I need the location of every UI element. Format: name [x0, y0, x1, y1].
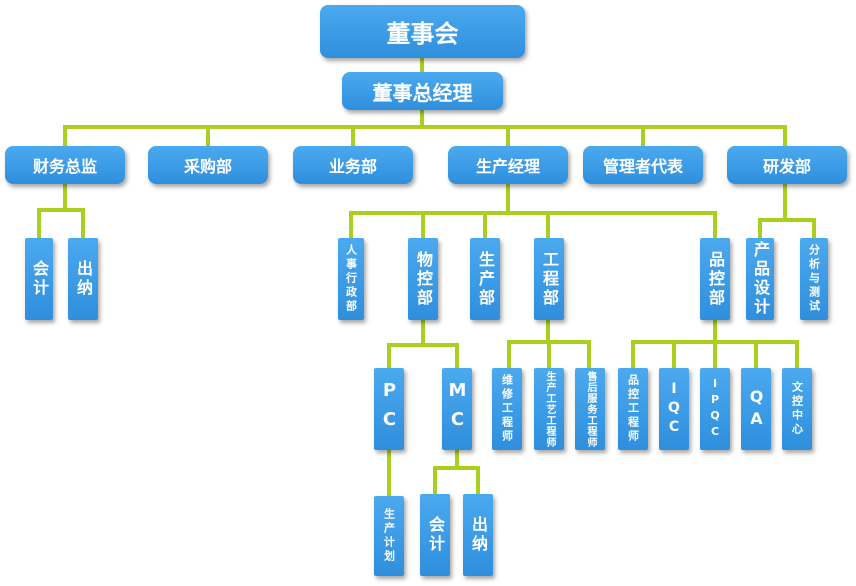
dept-management-representative: 管理者代表	[583, 146, 703, 184]
eng-maintenance-engineer: 维修工程师	[492, 368, 522, 450]
mc-accounting: 会计	[420, 494, 450, 576]
production-engineering: 工程部	[534, 238, 564, 320]
dept-business: 业务部	[293, 146, 413, 184]
materials-mc: MC	[442, 368, 472, 450]
dept-purchasing: 采购部	[148, 146, 268, 184]
production-quality-control: 品控部	[700, 238, 730, 320]
qc-quality-engineer: 品控工程师	[618, 368, 648, 450]
general-manager-node: 董事总经理	[342, 72, 503, 110]
dept-finance-director: 财务总监	[5, 146, 125, 184]
production-material-control: 物控部	[408, 238, 438, 320]
qc-document-control: 文控中心	[782, 368, 812, 450]
mc-cashier: 出纳	[463, 494, 493, 576]
rd-product-design: 产品设计	[746, 238, 774, 320]
qc-iqc: IQC	[659, 368, 689, 450]
eng-process-engineer: 生产工艺工程师	[534, 368, 564, 450]
production-production-dept: 生产部	[470, 238, 500, 320]
qc-ipqc: IPQC	[700, 368, 730, 450]
materials-pc: PC	[374, 368, 404, 450]
board-node: 董事会	[320, 5, 525, 58]
qc-qa: QA	[741, 368, 771, 450]
dept-rd: 研发部	[727, 146, 847, 184]
dept-production-manager: 生产经理	[448, 146, 568, 184]
eng-after-sales-engineer: 售后服务工程师	[575, 368, 605, 450]
rd-analysis-testing: 分析与测试	[800, 238, 828, 320]
finance-cashier: 出纳	[68, 238, 98, 320]
production-hr-admin: 人事行政部	[338, 238, 364, 320]
finance-accounting: 会计	[25, 238, 53, 320]
pc-production-plan: 生产计划	[374, 496, 404, 576]
